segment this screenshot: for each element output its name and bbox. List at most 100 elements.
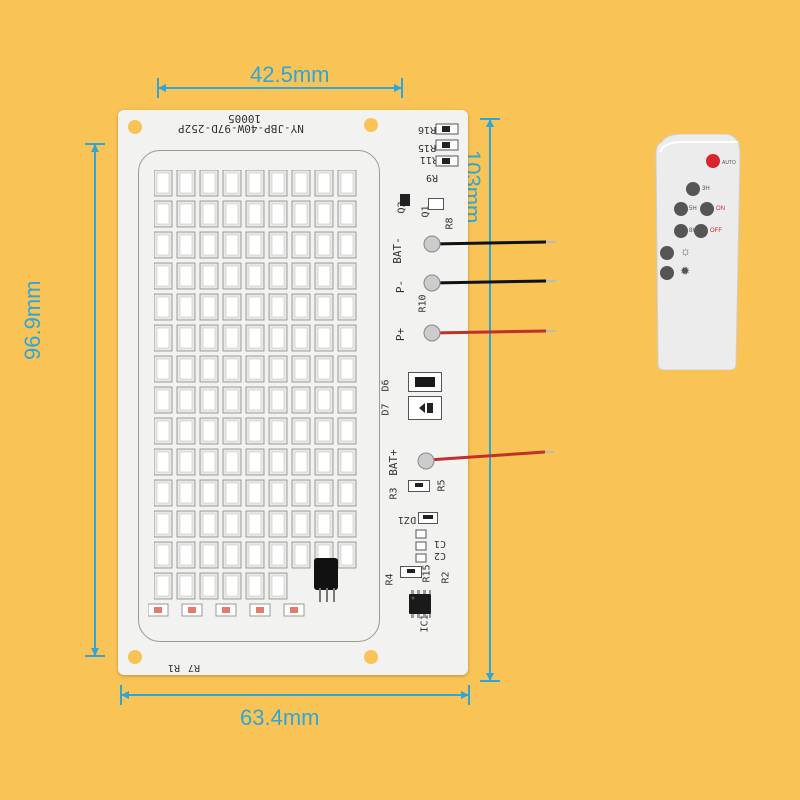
led-chip bbox=[222, 324, 242, 352]
pcb-batch-text: 10005 bbox=[228, 112, 262, 125]
label-bat-minus: BAT- bbox=[390, 237, 404, 264]
led-chip bbox=[199, 572, 219, 600]
remote-button-off[interactable] bbox=[694, 224, 708, 238]
led-chip bbox=[291, 355, 311, 383]
led-chip bbox=[337, 200, 357, 228]
led-chip bbox=[153, 324, 173, 352]
mounting-hole bbox=[128, 120, 142, 134]
remote-label-3h: 3H bbox=[702, 186, 710, 192]
remote-button-dim[interactable] bbox=[660, 246, 674, 260]
label-r4: R4 bbox=[384, 573, 396, 586]
led-chip bbox=[153, 293, 173, 321]
dimension-bottom-arrow bbox=[120, 685, 470, 705]
dimension-bottom bbox=[115, 685, 475, 705]
led-chip bbox=[291, 510, 311, 538]
led-chip bbox=[176, 386, 196, 414]
led-chip bbox=[222, 479, 242, 507]
led-chip bbox=[245, 479, 265, 507]
led-grid bbox=[153, 169, 364, 600]
led-chip bbox=[222, 417, 242, 445]
led-chip bbox=[176, 479, 196, 507]
led-chip bbox=[176, 324, 196, 352]
remote-button-auto[interactable] bbox=[706, 154, 720, 168]
dimension-left-arrow bbox=[85, 143, 105, 657]
remote-button-8h[interactable] bbox=[674, 224, 688, 238]
bright-icon: ✹ bbox=[680, 264, 691, 278]
led-chip bbox=[314, 386, 334, 414]
led-chip bbox=[314, 169, 334, 197]
led-chip bbox=[337, 231, 357, 259]
led-chip bbox=[176, 169, 196, 197]
led-chip bbox=[176, 200, 196, 228]
transistor-q1 bbox=[428, 198, 444, 210]
remote-label-off: OFF bbox=[710, 228, 722, 234]
led-chip bbox=[153, 200, 173, 228]
led-chip bbox=[314, 324, 334, 352]
resistor-row bbox=[147, 602, 308, 622]
label-r15b: R15 bbox=[421, 564, 433, 583]
led-chip bbox=[291, 386, 311, 414]
led-chip bbox=[245, 293, 265, 321]
label-r5: R5 bbox=[436, 479, 448, 492]
label-p-plus: P+ bbox=[394, 327, 408, 342]
dimension-left bbox=[85, 140, 105, 660]
led-chip bbox=[291, 262, 311, 290]
dimension-right-arrow bbox=[480, 118, 500, 682]
led-chip bbox=[337, 355, 357, 383]
led-chip bbox=[337, 169, 357, 197]
smd-cluster-mid-svg bbox=[415, 529, 427, 563]
dimension-top-label: 42.5mm bbox=[250, 62, 330, 87]
led-chip bbox=[268, 541, 288, 569]
remote-button-3h[interactable] bbox=[686, 182, 700, 196]
led-chip bbox=[314, 417, 334, 445]
ir-receiver-legs bbox=[316, 588, 338, 604]
led-chip bbox=[153, 572, 173, 600]
led-chip bbox=[291, 169, 311, 197]
remote-label-8h: 8H bbox=[689, 228, 697, 234]
led-chip bbox=[337, 510, 357, 538]
led-chip bbox=[314, 355, 334, 383]
led-chip bbox=[245, 169, 265, 197]
led-chip bbox=[199, 293, 219, 321]
diode-d7-svg bbox=[419, 403, 433, 413]
label-d7: D7 bbox=[380, 403, 392, 416]
led-chip bbox=[337, 293, 357, 321]
led-chip bbox=[199, 324, 219, 352]
label-r8: R8 bbox=[444, 217, 456, 230]
led-chip bbox=[153, 417, 173, 445]
ir-legs-svg bbox=[319, 588, 335, 602]
smd-cluster-mid bbox=[414, 528, 432, 568]
led-chip bbox=[268, 293, 288, 321]
led-chip bbox=[268, 448, 288, 476]
label-c1: C1 bbox=[434, 538, 447, 549]
smd-cluster-top bbox=[434, 120, 462, 178]
smd-cluster-top-svg bbox=[435, 123, 459, 167]
remote-button-5h[interactable] bbox=[674, 202, 688, 216]
led-chip bbox=[176, 448, 196, 476]
led-chip bbox=[245, 541, 265, 569]
led-chip bbox=[176, 572, 196, 600]
led-chip bbox=[153, 510, 173, 538]
led-chip bbox=[268, 262, 288, 290]
dimension-top-arrow bbox=[157, 78, 403, 98]
remote-button-bright[interactable] bbox=[660, 266, 674, 280]
remote-button-on[interactable] bbox=[700, 202, 714, 216]
led-chip bbox=[176, 510, 196, 538]
remote-label-on: ON bbox=[716, 206, 725, 212]
led-chip bbox=[199, 510, 219, 538]
mounting-hole bbox=[364, 118, 378, 132]
led-area bbox=[138, 150, 380, 642]
led-chip bbox=[153, 386, 173, 414]
led-chip bbox=[337, 386, 357, 414]
led-array bbox=[153, 169, 357, 600]
led-chip bbox=[199, 231, 219, 259]
dimension-right bbox=[480, 115, 500, 685]
led-chip bbox=[153, 231, 173, 259]
led-chip bbox=[199, 262, 219, 290]
led-chip bbox=[337, 417, 357, 445]
led-chip bbox=[199, 355, 219, 383]
led-chip bbox=[153, 169, 173, 197]
led-chip bbox=[176, 262, 196, 290]
led-chip bbox=[153, 448, 173, 476]
pcb-board: NY-JBP-40W-97D-252P 10005 R7 R1 R16 R15 … bbox=[118, 110, 468, 675]
